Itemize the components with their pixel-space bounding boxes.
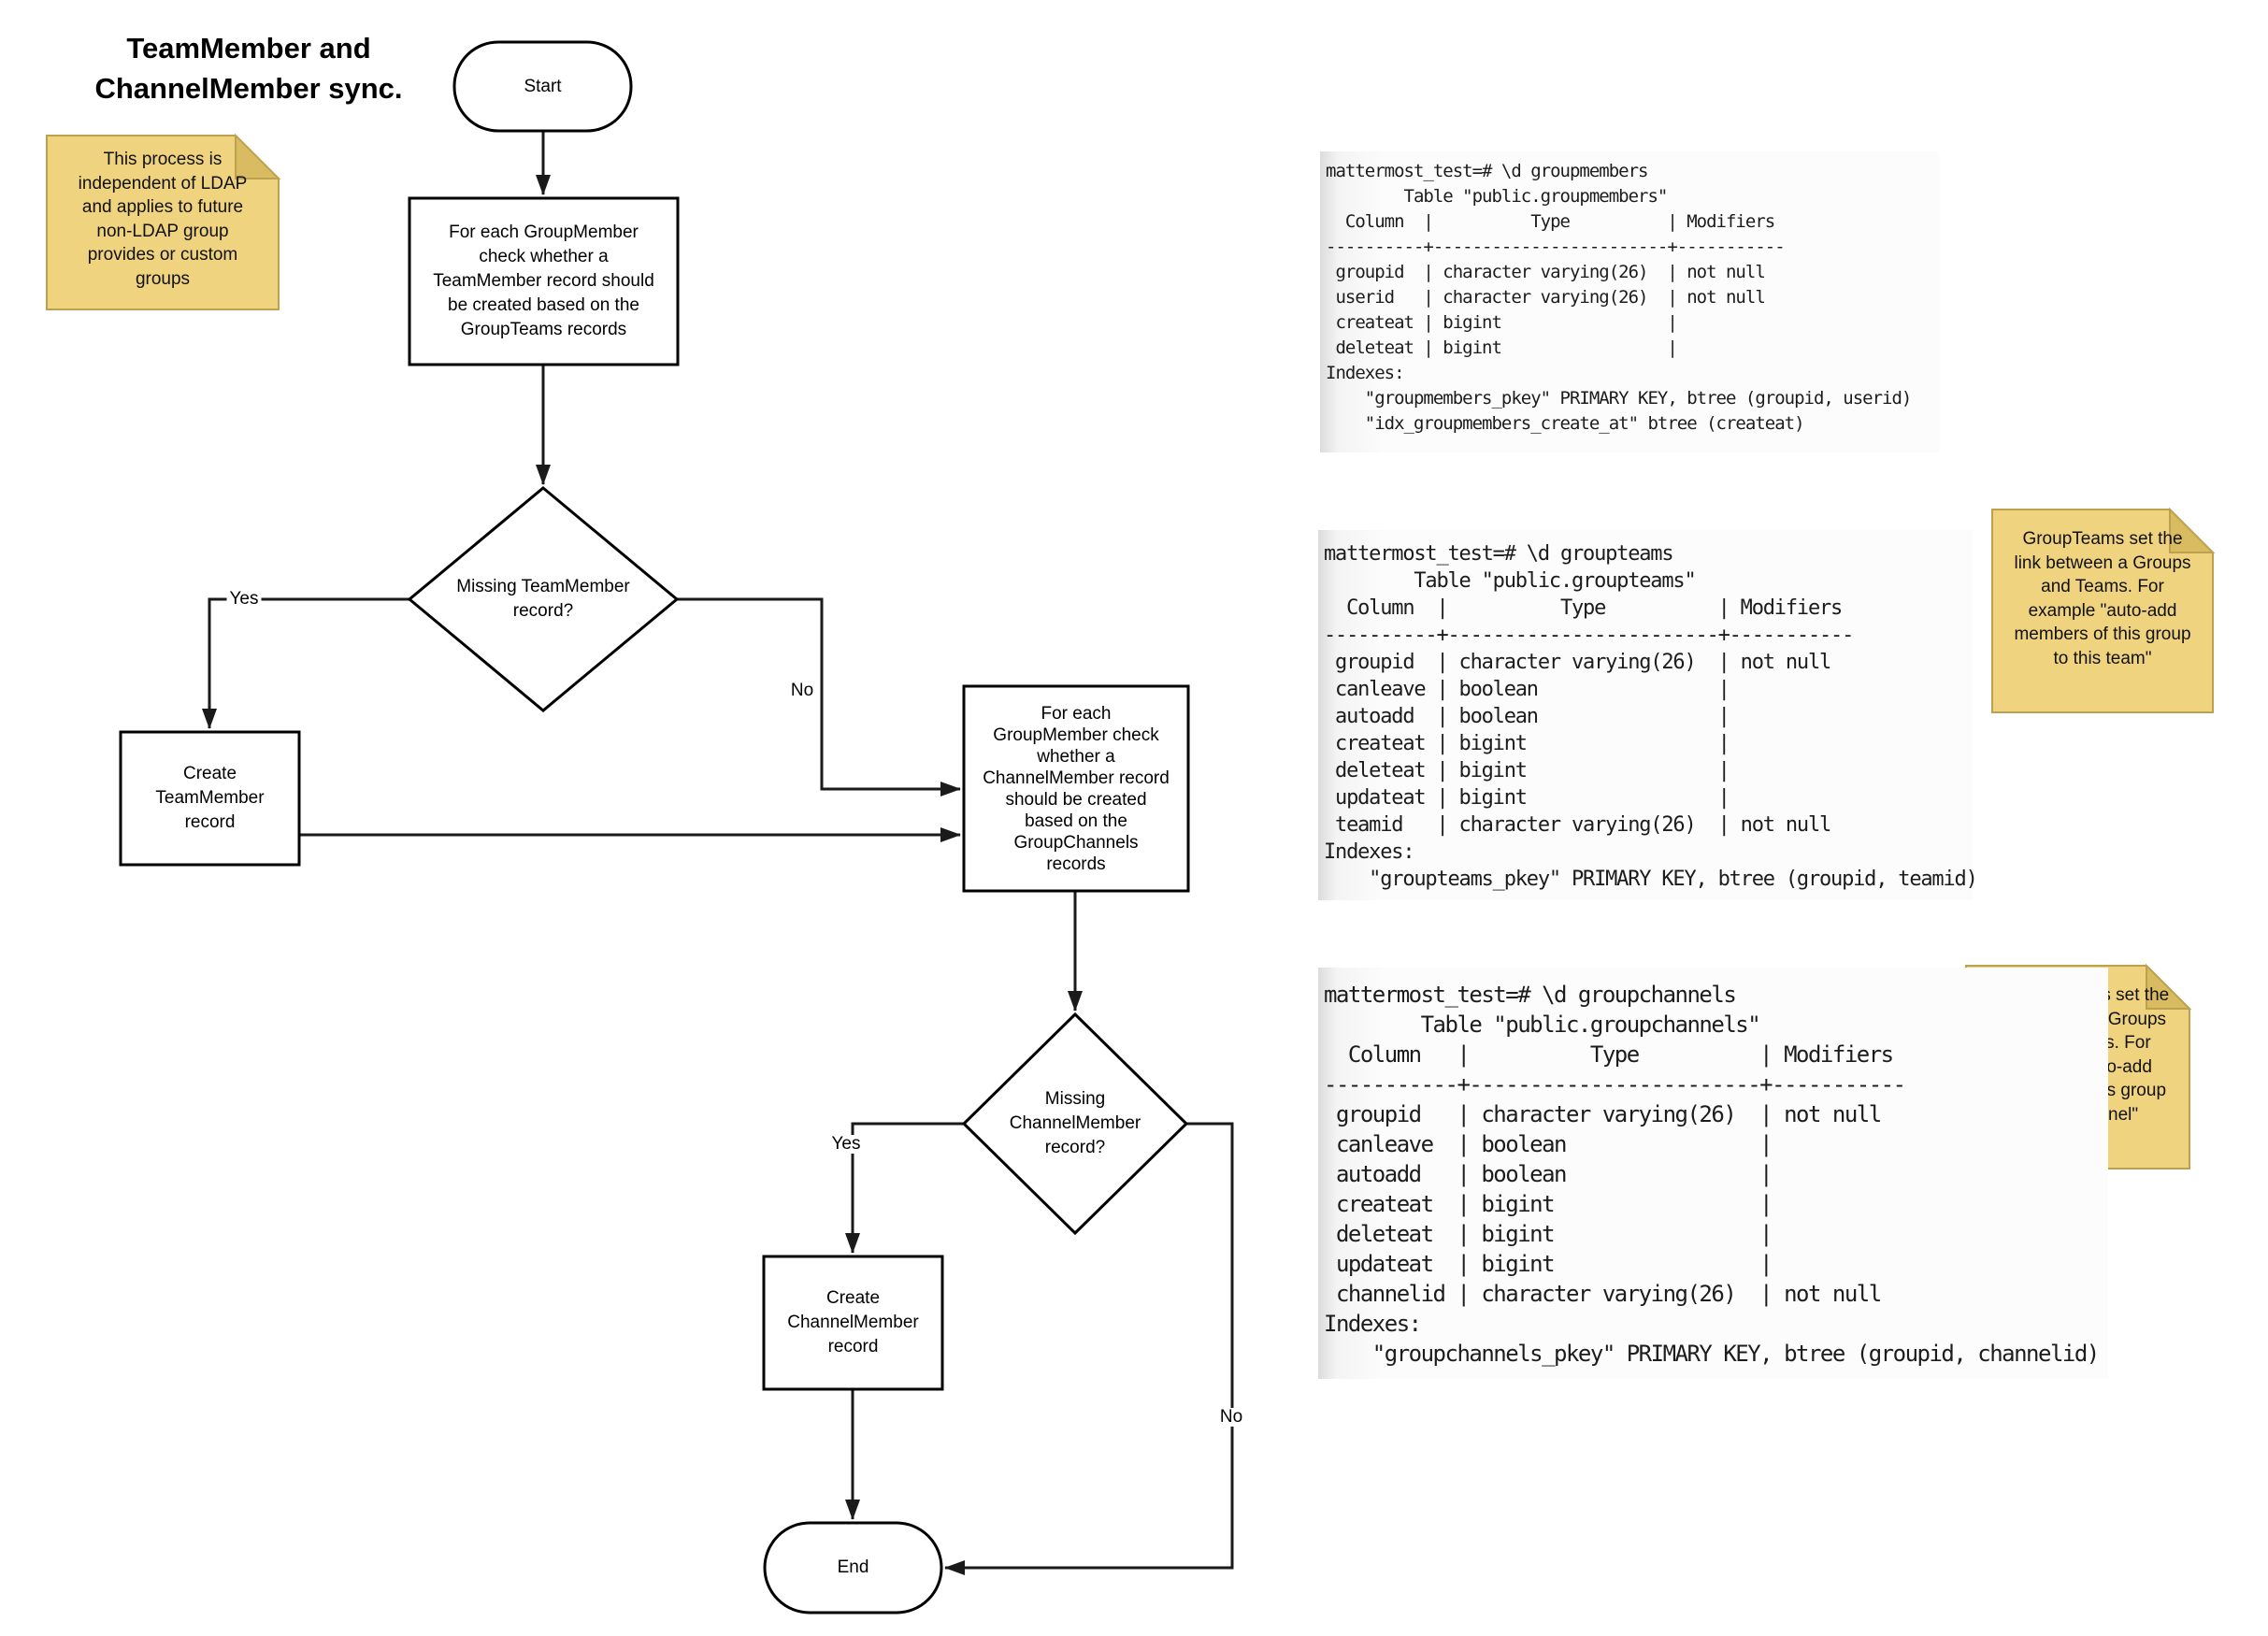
note-fold-icon xyxy=(235,133,281,179)
edge-label-yes-team: Yes xyxy=(226,590,262,609)
psql-panel-groupmembers: mattermost_test=# \d groupmembers Table … xyxy=(1320,151,1939,452)
decision-team-node-shape xyxy=(407,486,680,712)
note-fold-icon xyxy=(2169,507,2216,553)
psql-panel-groupchannels: mattermost_test=# \d groupchannels Table… xyxy=(1318,968,2108,1379)
process-channel-node-shape xyxy=(962,684,1190,893)
sticky-note-groupteams-text: GroupTeams set the link between a Groups… xyxy=(2014,529,2191,668)
note-fold-icon xyxy=(2146,963,2192,1010)
end-node-shape xyxy=(763,1521,943,1614)
sticky-note-ldap-text: This process is independent of LDAP and … xyxy=(78,150,248,289)
edge-decision-channel-no xyxy=(944,1122,1234,1575)
process-team-node-label: For each GroupMember check whether a Tea… xyxy=(433,222,654,339)
start-node-shape xyxy=(452,40,633,133)
edge-decision-team-yes xyxy=(202,597,409,729)
sticky-note-groupteams-shape xyxy=(1991,507,2216,713)
process-team-node-shape xyxy=(408,196,680,366)
create-team-node-shape xyxy=(119,730,301,867)
create-team-node-label: Create TeamMember record xyxy=(155,764,265,832)
decision-channel-node-shape xyxy=(961,1012,1189,1236)
edge-label-yes-channel: Yes xyxy=(828,1135,864,1154)
decision-channel-node-label: Missing ChannelMember record? xyxy=(1009,1089,1141,1157)
create-channel-node-label: Create ChannelMember record xyxy=(787,1288,919,1356)
psql-output-groupmembers: mattermost_test=# \d groupmembers Table … xyxy=(1326,161,1912,434)
end-node-label: End xyxy=(837,1557,869,1577)
psql-panel-groupteams: mattermost_test=# \d groupteams Table "p… xyxy=(1318,530,1978,900)
page-title: TeamMember and ChannelMember sync. xyxy=(94,32,403,105)
edge-label-no-channel: No xyxy=(1216,1408,1246,1427)
psql-output-groupteams: mattermost_test=# \d groupteams Table "p… xyxy=(1324,542,1978,891)
edge-label-no-team: No xyxy=(790,681,814,700)
edge-decision-team-no xyxy=(677,597,961,796)
process-channel-node-label: For each GroupMember check whether a Cha… xyxy=(983,703,1170,874)
psql-output-groupchannels: mattermost_test=# \d groupchannels Table… xyxy=(1324,982,2100,1367)
edge-decision-channel-yes xyxy=(845,1122,964,1254)
create-channel-node-shape xyxy=(762,1255,944,1391)
start-node-label: Start xyxy=(524,76,562,96)
decision-team-node-label: Missing TeamMember record? xyxy=(456,577,630,621)
sticky-note-ldap-shape xyxy=(46,133,281,310)
